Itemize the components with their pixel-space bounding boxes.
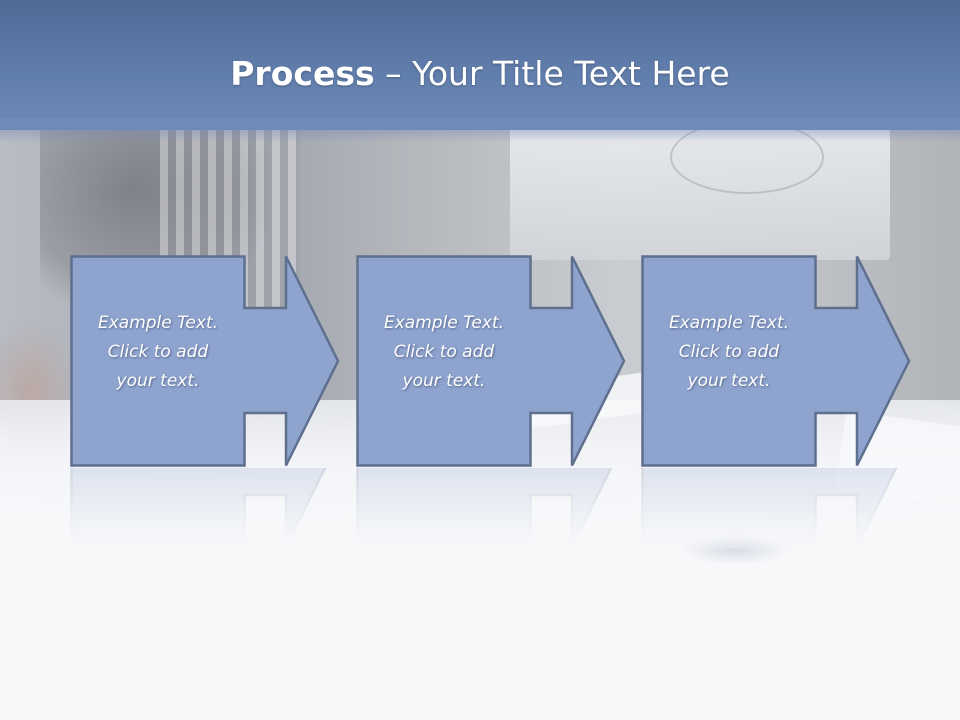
- process-step-3-reflection: [641, 468, 911, 548]
- reflection-shape: [70, 468, 340, 548]
- reflection-fade: [70, 468, 340, 548]
- arrow-box-shape: [641, 255, 911, 467]
- step-text-line: Click to add: [393, 342, 495, 362]
- title-band-fade: [0, 118, 960, 142]
- reflection-fade: [641, 468, 911, 548]
- step-text-line: your text.: [687, 371, 771, 391]
- arrow-box-shape: [356, 255, 626, 467]
- arrow-box-shape: [70, 255, 340, 467]
- title-bold-text: Process: [230, 54, 375, 93]
- process-step-2[interactable]: Example Text. Click to add your text.: [356, 255, 626, 467]
- reflection-fade: [356, 468, 626, 548]
- step-text-line: Example Text.: [97, 313, 219, 333]
- process-step-2-reflection: [356, 468, 626, 548]
- process-step-1[interactable]: Example Text. Click to add your text.: [70, 255, 340, 467]
- step-text-line: your text.: [402, 371, 486, 391]
- background-glass: [680, 535, 790, 565]
- step-text-line: your text.: [116, 371, 200, 391]
- step-text-line: Click to add: [678, 342, 780, 362]
- step-text[interactable]: Example Text. Click to add your text.: [358, 309, 530, 396]
- title-band: [0, 0, 960, 130]
- step-text[interactable]: Example Text. Click to add your text.: [72, 309, 244, 396]
- process-step-1-reflection: [70, 468, 340, 548]
- reflection-shape: [641, 468, 911, 548]
- reflection-shape: [356, 468, 626, 548]
- step-text-line: Example Text.: [668, 313, 790, 333]
- title-rest-text: – Your Title Text Here: [374, 54, 730, 93]
- step-text-line: Example Text.: [383, 313, 505, 333]
- step-text[interactable]: Example Text. Click to add your text.: [643, 309, 815, 396]
- slide-title[interactable]: Process – Your Title Text Here: [0, 52, 960, 96]
- process-step-3[interactable]: Example Text. Click to add your text.: [641, 255, 911, 467]
- step-text-line: Click to add: [107, 342, 209, 362]
